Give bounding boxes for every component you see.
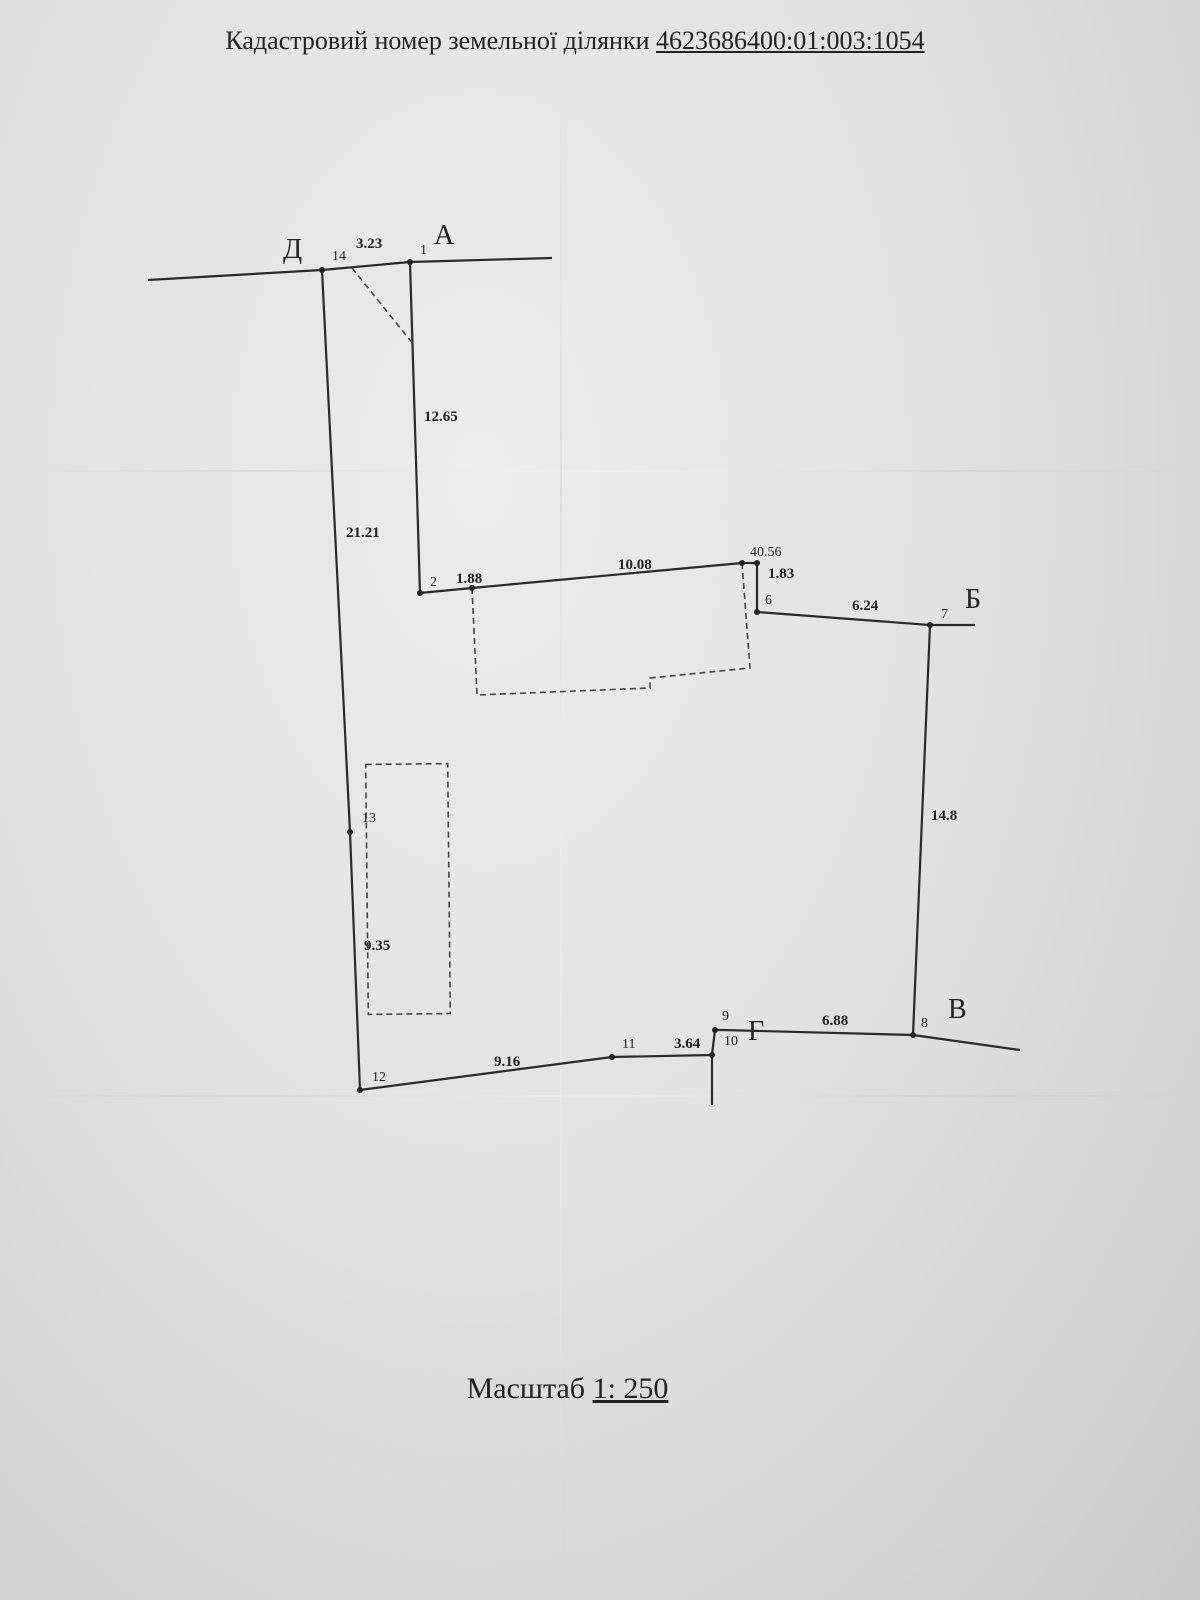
length-10-11: 3.64 bbox=[674, 1036, 701, 1052]
vertex-6 bbox=[754, 609, 760, 615]
length-11-12: 9.16 bbox=[494, 1054, 521, 1070]
dashed-diagonal bbox=[351, 267, 415, 346]
corner-label-v: В bbox=[948, 994, 967, 1025]
length-3-4: 10.08 bbox=[618, 557, 652, 573]
cadastral-label: Кадастровий номер земельної ділянки bbox=[225, 26, 650, 55]
vertex-13 bbox=[347, 829, 353, 835]
boundary-extension-a bbox=[409, 256, 553, 264]
scale-value: 1: 250 bbox=[592, 1372, 669, 1405]
point-label-1: 1 bbox=[420, 243, 427, 258]
scale-caption: Масштаб 1: 250 bbox=[0, 1372, 1135, 1406]
vertex-1 bbox=[407, 259, 413, 265]
vertex-11 bbox=[609, 1054, 615, 1060]
vertex-7 bbox=[927, 622, 933, 628]
outbuilding-outline bbox=[364, 762, 452, 1016]
corner-label-g: Г bbox=[748, 1016, 764, 1047]
point-label-10: 10 bbox=[724, 1034, 738, 1049]
point-label-13: 13 bbox=[362, 811, 376, 826]
point-label-6: 6 bbox=[765, 593, 772, 608]
page-title: Кадастровий номер земельної ділянки 4623… bbox=[0, 26, 1150, 56]
vertex-3 bbox=[469, 585, 475, 591]
scale-label: Масштаб bbox=[466, 1372, 586, 1405]
point-label-11: 11 bbox=[622, 1037, 635, 1052]
length-14-1: 3.23 bbox=[356, 236, 382, 252]
plot-boundary bbox=[320, 260, 932, 1092]
corner-label-a: А bbox=[434, 220, 455, 251]
length-6-7: 6.24 bbox=[852, 598, 879, 614]
length-2-3: 1.88 bbox=[456, 571, 482, 587]
cadastral-number: 4623686400:01:003:1054 bbox=[656, 26, 925, 55]
vertex-5 bbox=[754, 560, 760, 566]
length-7-8: 14.8 bbox=[931, 808, 957, 824]
point-label-8: 8 bbox=[921, 1016, 928, 1031]
length-1-2: 12.65 bbox=[424, 409, 458, 425]
vertex-2 bbox=[417, 590, 423, 596]
building-outline bbox=[471, 562, 751, 696]
point-label-2: 2 bbox=[430, 575, 437, 590]
vertex-8 bbox=[910, 1032, 916, 1038]
boundary-extension-d bbox=[147, 268, 323, 282]
vertex-4 bbox=[739, 560, 745, 566]
fold-crease bbox=[0, 1095, 1200, 1097]
boundary-extension-v bbox=[912, 1033, 1021, 1052]
point-label-14: 14 bbox=[332, 249, 346, 264]
point-label-12: 12 bbox=[372, 1070, 386, 1085]
point-label-7: 7 bbox=[941, 607, 948, 622]
point-label-4-5: 40.56 bbox=[750, 545, 782, 560]
vertex-10 bbox=[709, 1052, 715, 1058]
length-12-13: 9.35 bbox=[364, 938, 390, 954]
fold-crease bbox=[560, 0, 562, 1600]
length-13-14: 21.21 bbox=[346, 525, 380, 541]
fold-crease bbox=[0, 470, 1200, 472]
point-label-9: 9 bbox=[722, 1009, 729, 1024]
length-8-9: 6.88 bbox=[822, 1013, 848, 1029]
corner-label-d: Д bbox=[283, 234, 302, 265]
corner-label-b: Б bbox=[965, 584, 981, 615]
vertex-14 bbox=[319, 267, 325, 273]
length-5-6: 1.83 bbox=[768, 566, 794, 582]
vertex-9 bbox=[712, 1027, 718, 1033]
vertex-12 bbox=[357, 1087, 363, 1093]
